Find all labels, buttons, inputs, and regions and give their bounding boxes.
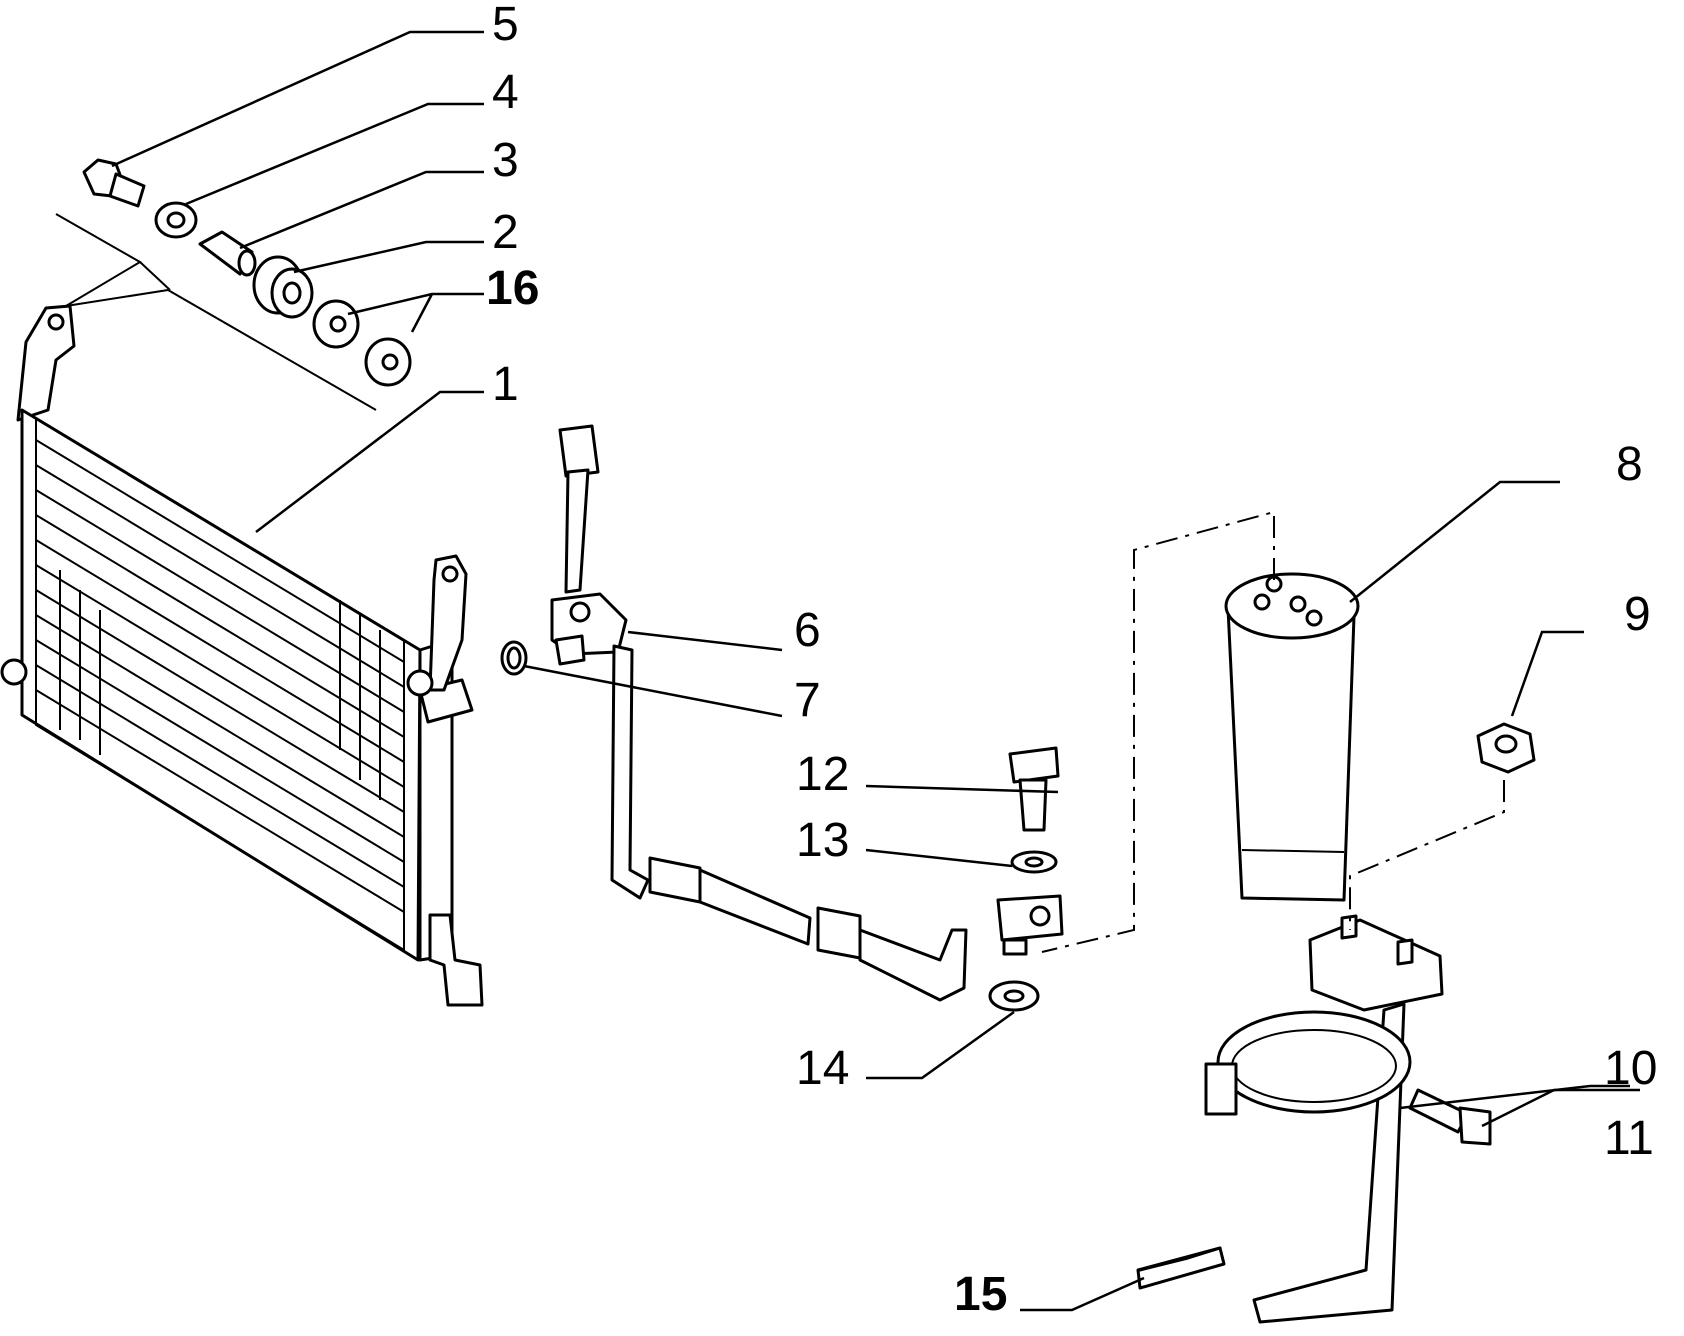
part-2-rubber-bush xyxy=(252,255,314,319)
part-12-bolt xyxy=(1008,746,1060,832)
part-7-o-ring xyxy=(500,640,528,676)
assembly-line-drier-to-pipe xyxy=(1041,510,1275,953)
part-9-nut xyxy=(1476,722,1536,774)
callout-15: 15 xyxy=(954,1268,1007,1321)
callout-6: 6 xyxy=(794,604,821,657)
callout-10: 10 xyxy=(1604,1042,1657,1095)
part-15-pad xyxy=(1136,1246,1226,1290)
callout-7: 7 xyxy=(794,674,821,727)
callout-4: 4 xyxy=(492,66,519,119)
callout-13: 13 xyxy=(796,814,849,867)
part-3-spacer xyxy=(198,230,257,277)
part-5-bolt xyxy=(82,158,146,208)
assembly-line-nut-to-bracket xyxy=(1349,780,1505,930)
callout-8: 8 xyxy=(1616,438,1643,491)
callout-9: 9 xyxy=(1624,588,1651,641)
callout-16: 16 xyxy=(486,262,539,315)
callout-1: 1 xyxy=(492,358,519,411)
part-16-washers xyxy=(312,299,412,387)
part-1-condenser xyxy=(0,304,484,1007)
part-14-washer xyxy=(988,980,1040,1012)
callout-5: 5 xyxy=(492,0,519,51)
part-11-bolt xyxy=(1408,1088,1492,1146)
leader-lines xyxy=(111,30,1640,1312)
part-13-washer xyxy=(1010,850,1058,874)
callout-labels: 5 4 3 2 16 1 6 7 12 13 14 15 8 9 10 11 xyxy=(486,0,1657,1321)
callout-3: 3 xyxy=(492,134,519,187)
part-4-washer xyxy=(154,201,198,239)
part-10-bracket xyxy=(1204,914,1444,1324)
condenser-fins xyxy=(35,439,405,913)
callout-2: 2 xyxy=(492,206,519,259)
callout-14: 14 xyxy=(796,1042,849,1095)
callout-12: 12 xyxy=(796,748,849,801)
callout-11: 11 xyxy=(1604,1112,1654,1165)
part-6-pipe xyxy=(550,424,1064,1002)
part-8-receiver-drier xyxy=(1224,572,1360,902)
